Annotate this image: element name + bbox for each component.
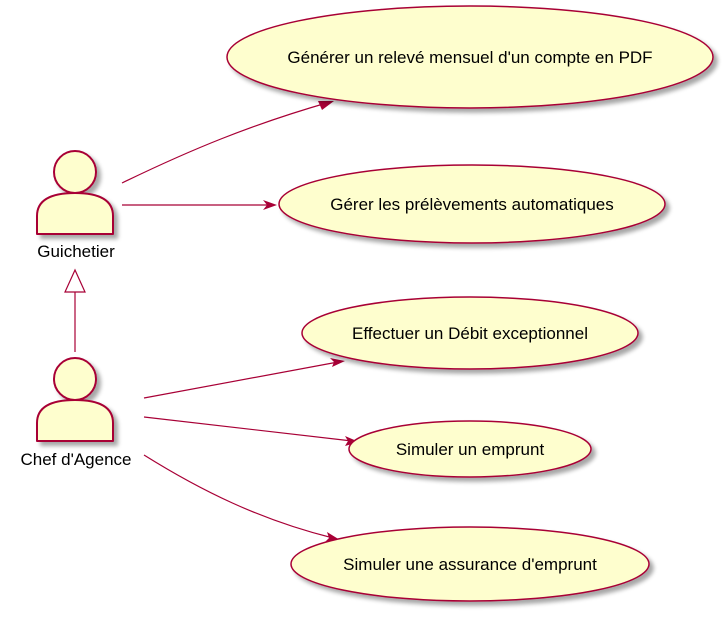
use-case-uc2-label: Gérer les prélèvements automatiques bbox=[330, 195, 613, 214]
actor-guichetier: Guichetier bbox=[36, 150, 115, 261]
person-icon bbox=[36, 150, 114, 235]
association-guichetier-uc2 bbox=[122, 200, 277, 210]
use-case-uc1: Générer un relevé mensuel d'un compte en… bbox=[226, 5, 714, 109]
association-chef-uc3 bbox=[143, 358, 345, 399]
use-case-uc1-label: Générer un relevé mensuel d'un compte en… bbox=[287, 48, 652, 67]
association-chef-uc4 bbox=[143, 416, 359, 446]
use-case-uc2: Gérer les prélèvements automatiques bbox=[278, 164, 666, 244]
generalization-chef-guichetier bbox=[64, 268, 86, 352]
use-case-uc3-label: Effectuer un Débit exceptionnel bbox=[352, 324, 588, 343]
use-case-uc4-label: Simuler un emprunt bbox=[396, 440, 545, 459]
association-chef-uc5 bbox=[143, 454, 340, 542]
association-guichetier-uc1 bbox=[121, 101, 334, 184]
use-case-uc3: Effectuer un Débit exceptionnel bbox=[301, 296, 639, 370]
use-case-uc5-label: Simuler une assurance d'emprunt bbox=[343, 555, 597, 574]
actor-chef: Chef d'Agence bbox=[21, 357, 132, 469]
actor-chef-label: Chef d'Agence bbox=[21, 450, 132, 469]
use-case-uc5: Simuler une assurance d'emprunt bbox=[290, 526, 650, 602]
actor-guichetier-label: Guichetier bbox=[37, 242, 115, 261]
use-case-uc4: Simuler un emprunt bbox=[348, 420, 592, 478]
person-icon bbox=[36, 357, 114, 442]
